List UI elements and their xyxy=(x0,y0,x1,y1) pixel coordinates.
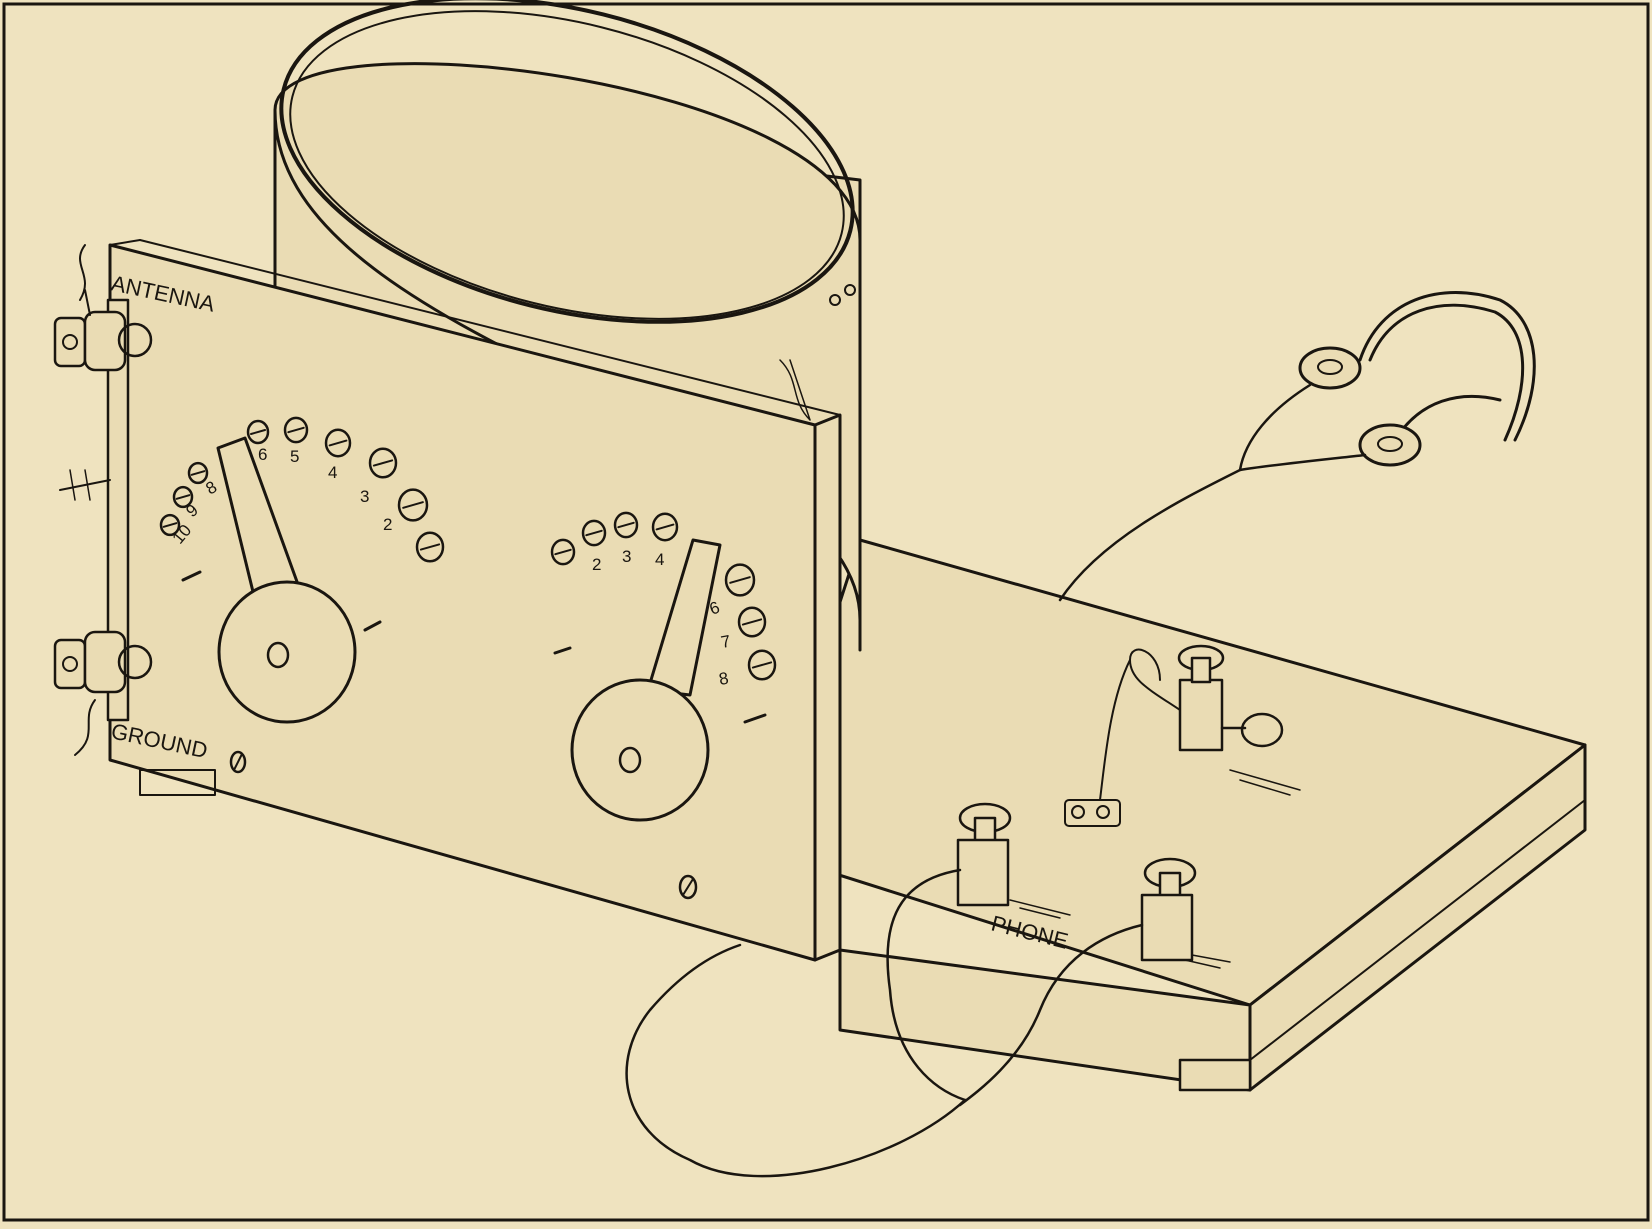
baseboard xyxy=(758,538,1587,1092)
phone-terminal-right xyxy=(1140,857,1231,969)
right-dial-contact xyxy=(737,606,767,638)
left-dial-contact xyxy=(246,419,270,445)
antenna-binding-post xyxy=(53,244,153,372)
right-dial-contact xyxy=(581,519,607,547)
right-dial-knob-screw xyxy=(618,746,642,774)
headphone-cord xyxy=(625,383,1367,1178)
right-dial-stop-left xyxy=(553,646,572,655)
panel-screw-bottom-right xyxy=(678,874,698,900)
phone-terminal-left xyxy=(956,802,1071,919)
right-dial-number: 2 xyxy=(592,555,601,574)
right-dial-contact xyxy=(550,538,576,566)
left-dial-contact xyxy=(172,485,194,509)
ground-binding-post xyxy=(53,630,153,756)
right-dial-contact xyxy=(747,649,777,681)
left-dial-stop-left xyxy=(181,570,202,582)
right-dial-contact xyxy=(613,511,639,539)
right-dial-contact xyxy=(724,563,756,597)
left-dial-number: 4 xyxy=(328,463,337,482)
headphones xyxy=(1298,291,1536,467)
left-dial-contact xyxy=(159,513,181,537)
crystal-detector xyxy=(1129,644,1301,796)
left-dial-number: 5 xyxy=(290,447,299,466)
right-dial-contacts xyxy=(550,511,777,681)
right-dial-switch-arm xyxy=(646,538,722,697)
right-dial-number: 3 xyxy=(622,547,631,566)
left-dial-contact xyxy=(397,488,429,522)
left-dial-contact xyxy=(368,447,398,479)
left-dial-contact xyxy=(187,461,209,485)
left-dial-contact xyxy=(324,428,352,458)
terminal-strip xyxy=(59,298,130,722)
right-dial-number: 7 xyxy=(719,632,732,652)
panel-screw-bottom-left xyxy=(229,750,247,774)
left-dial-contact xyxy=(283,416,309,444)
right-dial-number: 4 xyxy=(655,550,664,569)
crystal-cup xyxy=(1064,659,1131,827)
right-dial-knob xyxy=(570,678,710,822)
left-dial-contacts xyxy=(159,416,445,563)
right-dial-number: 8 xyxy=(717,669,730,689)
left-dial-stop-right xyxy=(363,620,382,632)
left-dial-number: 6 xyxy=(258,445,267,464)
right-dial-contact xyxy=(651,512,679,542)
left-dial-contact xyxy=(415,531,445,563)
scale-marker xyxy=(69,469,91,501)
left-dial-number: 3 xyxy=(360,487,369,506)
left-dial-knob-screw xyxy=(266,641,290,669)
left-dial-number: 2 xyxy=(383,515,392,534)
right-dial-stop-right xyxy=(743,713,767,724)
